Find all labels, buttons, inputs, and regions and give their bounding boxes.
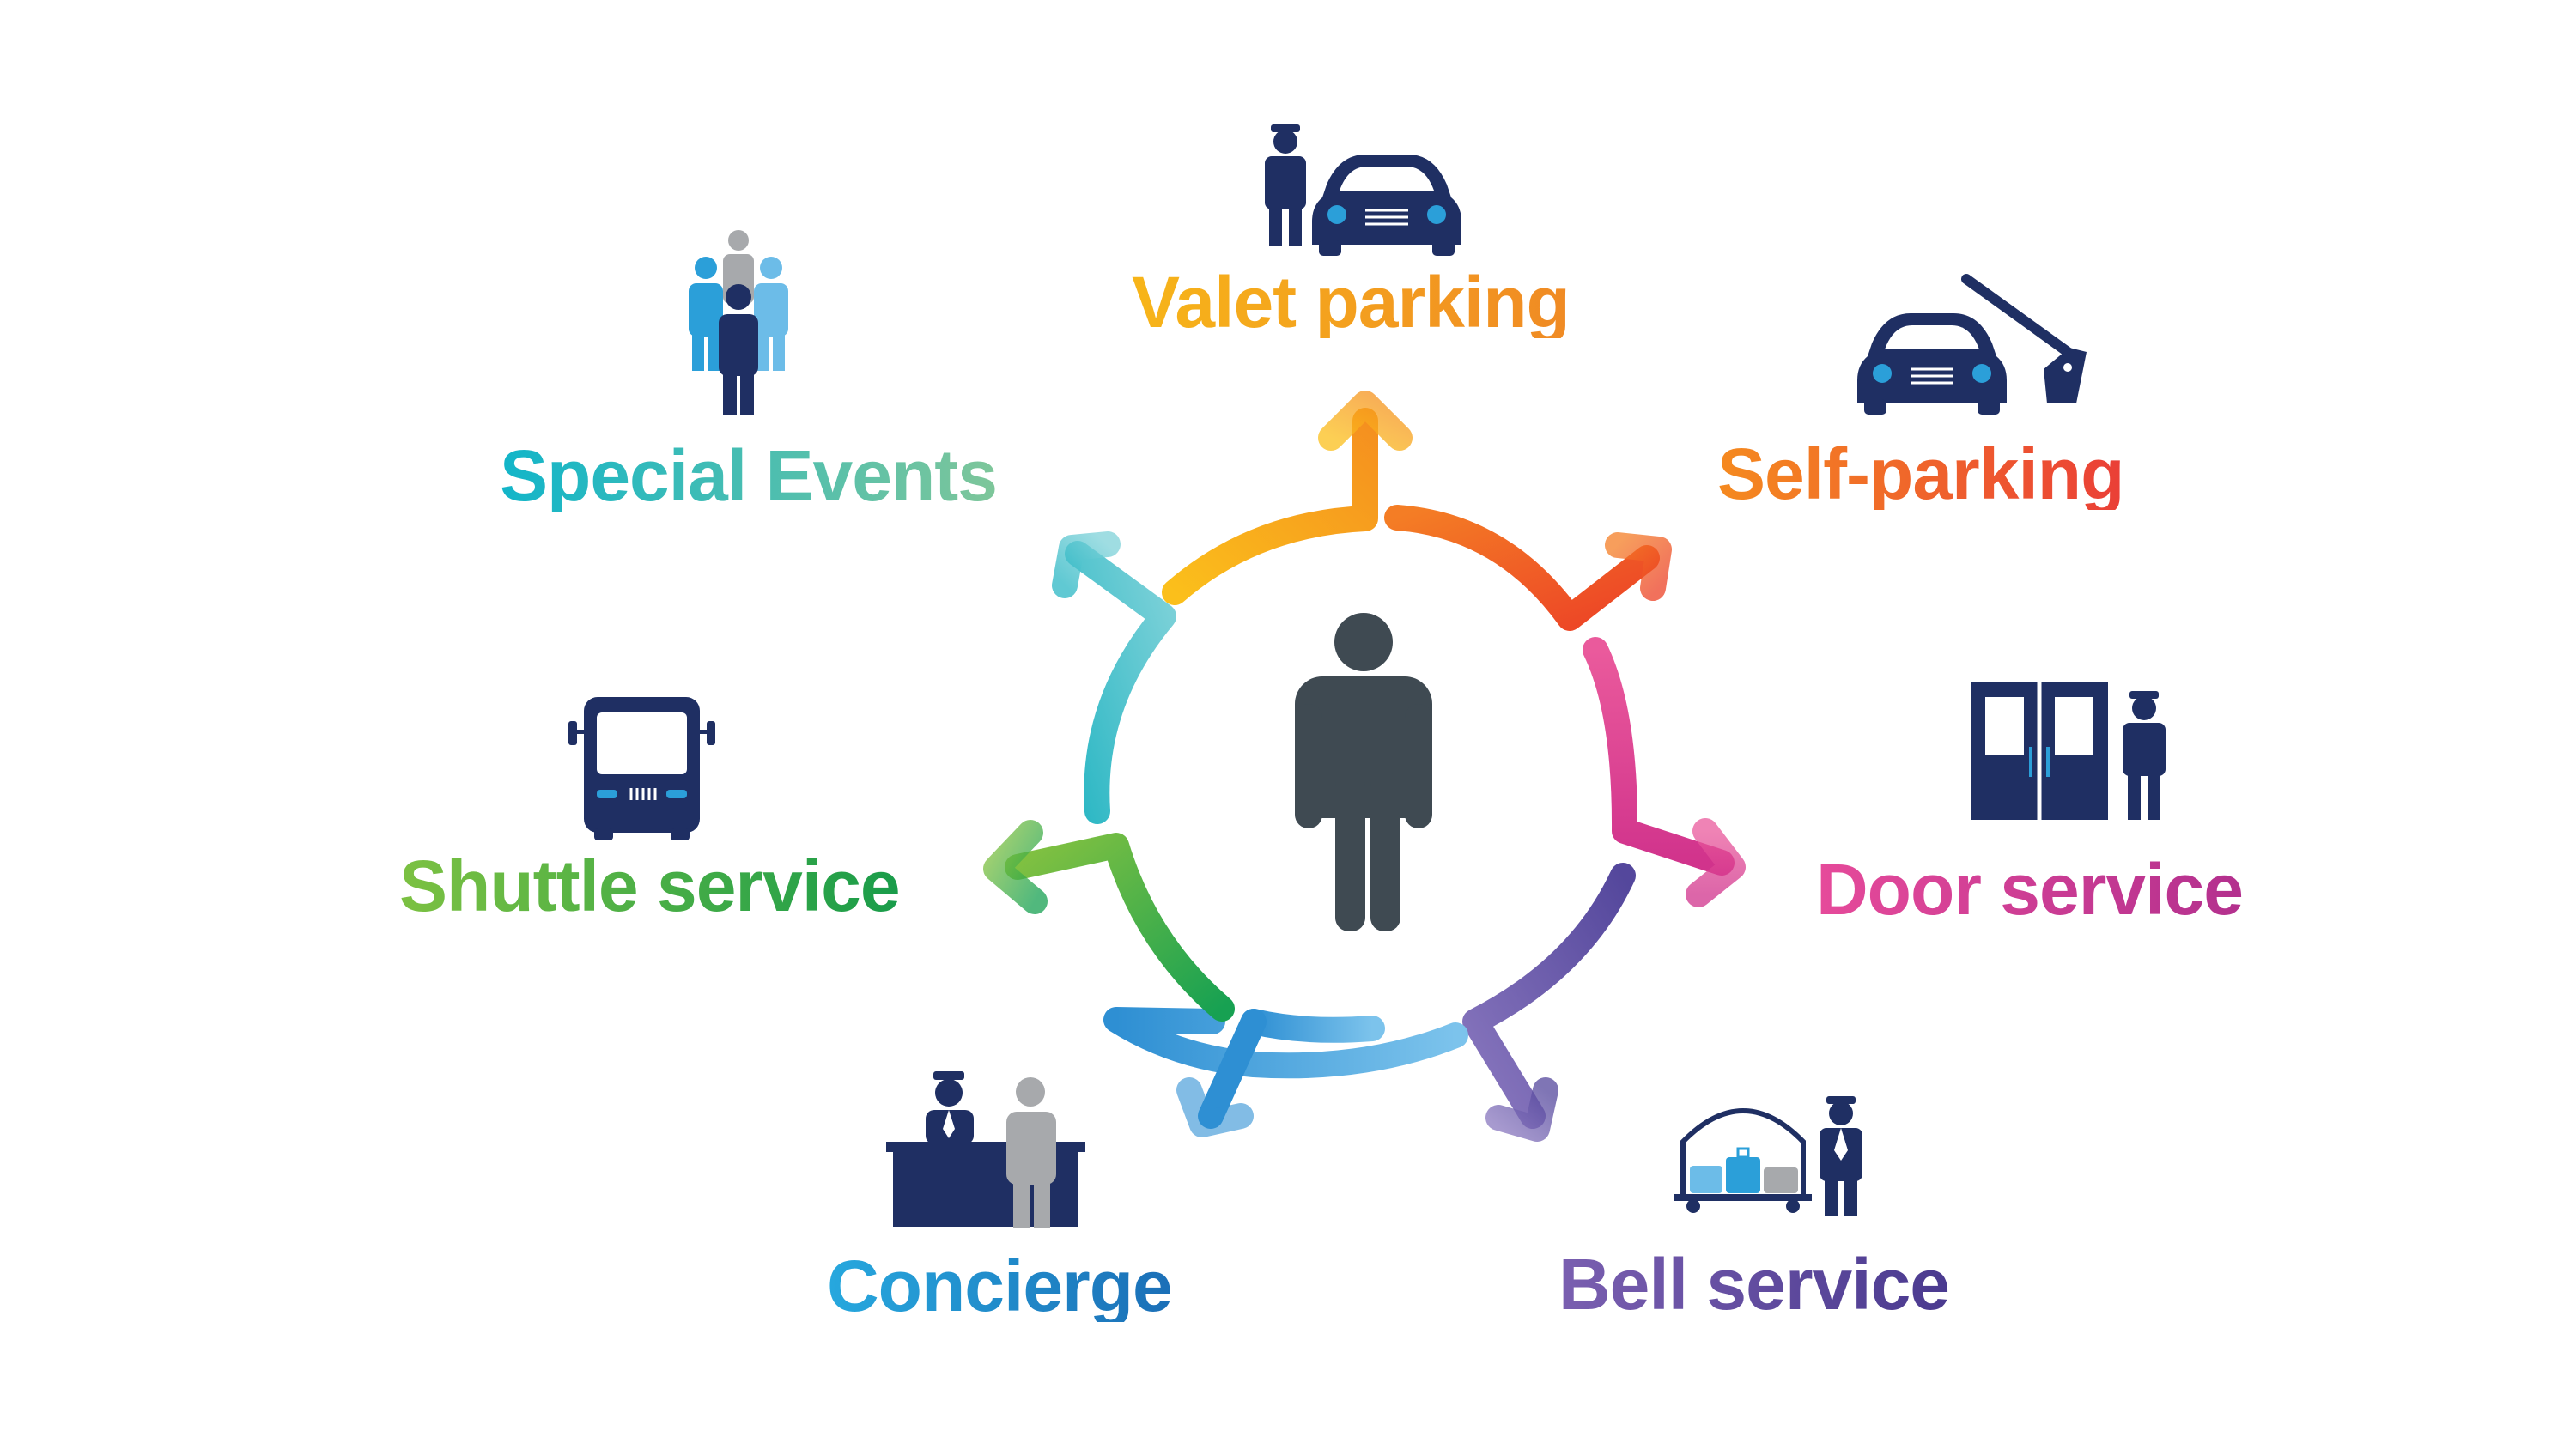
person-icon bbox=[1295, 613, 1432, 931]
label-concierge: Concierge bbox=[827, 1246, 1173, 1326]
arc-special bbox=[1052, 531, 1176, 824]
arc-door bbox=[1583, 637, 1746, 907]
arc-shuttle bbox=[983, 820, 1235, 1022]
arc-conc-arrow bbox=[1176, 1009, 1267, 1137]
door-attendant-icon bbox=[1971, 682, 2166, 820]
arc-valet bbox=[1162, 391, 1413, 605]
label-door-service: Door service bbox=[1816, 849, 2244, 930]
label-shuttle-service: Shuttle service bbox=[399, 846, 901, 926]
luggage-cart-icon bbox=[1674, 1096, 1862, 1216]
arc-conc bbox=[1103, 1007, 1468, 1079]
label-valet-parking: Valet parking bbox=[1132, 262, 1571, 343]
arc-self bbox=[1384, 505, 1672, 631]
bus-icon bbox=[568, 697, 715, 840]
concierge-desk-icon bbox=[886, 1071, 1085, 1228]
group-icon bbox=[689, 230, 788, 415]
parking-barrier-icon bbox=[1857, 274, 2087, 415]
arc-bell bbox=[1462, 863, 1636, 1142]
label-special-events: Special Events bbox=[500, 435, 998, 516]
ring bbox=[983, 391, 1746, 1142]
label-self-parking: Self-parking bbox=[1717, 434, 2124, 514]
label-bell-service: Bell service bbox=[1558, 1244, 1950, 1325]
valet-car-icon bbox=[1265, 124, 1461, 256]
